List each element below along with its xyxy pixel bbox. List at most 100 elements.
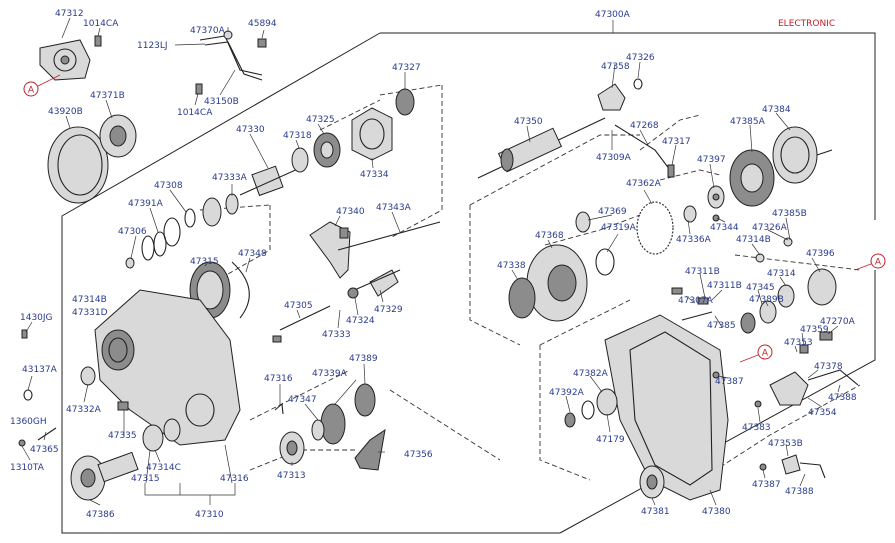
snap-rings-47391A	[141, 231, 167, 261]
label-47388-b: 47388	[785, 487, 814, 497]
sprocket-47338	[508, 277, 536, 319]
label-47345: 47345	[746, 283, 775, 293]
label-47315-b: 47315	[131, 474, 160, 484]
bearing-47318	[291, 147, 309, 173]
label-47305: 47305	[284, 301, 313, 311]
label-47385: 47385	[707, 321, 736, 331]
ref-marker-left: A	[23, 74, 61, 97]
label-47344: 47344	[710, 223, 739, 233]
clip-47316	[274, 402, 284, 415]
label-47386: 47386	[86, 510, 115, 520]
bracket-47358	[597, 78, 643, 111]
label-47319A: 47319A	[601, 223, 637, 233]
label-47311B-b: 47311B	[707, 281, 742, 291]
label-47312: 47312	[55, 9, 84, 19]
label-47381: 47381	[641, 507, 670, 517]
label-43920B: 43920B	[48, 107, 83, 117]
part-labels: ELECTRONIC 47312 1014CA 47370A 45894 112…	[10, 9, 857, 520]
label-47369: 47369	[598, 207, 627, 217]
sensor-47353B	[759, 454, 826, 479]
ref-marker-right-top: A	[854, 253, 886, 271]
label-47384: 47384	[762, 105, 791, 115]
label-47359: 47359	[800, 325, 829, 335]
label-47314B: 47314B	[72, 295, 107, 305]
svg-text:A: A	[762, 349, 769, 359]
gear-47327	[395, 88, 415, 116]
label-47358: 47358	[601, 62, 630, 72]
label-47325: 47325	[306, 115, 335, 125]
chain-47356	[354, 428, 386, 471]
label-47392A: 47392A	[549, 388, 585, 398]
actuator-mount-47312	[39, 35, 102, 81]
shift-bracket-47370A	[195, 30, 267, 95]
label-47335: 47335	[108, 431, 137, 441]
label-47314B-2: 47314B	[736, 235, 771, 245]
label-47179: 47179	[596, 435, 625, 445]
bearing-47313	[279, 431, 305, 465]
label-47354: 47354	[808, 408, 837, 418]
label-47333: 47333	[322, 330, 351, 340]
label-47339A: 47339A	[312, 369, 348, 379]
gear-47389	[354, 383, 376, 417]
label-1430JG: 1430JG	[20, 313, 53, 323]
label-47380: 47380	[702, 507, 731, 517]
label-47387-b: 47387	[752, 480, 781, 490]
plug-47335	[117, 401, 129, 411]
label-47324: 47324	[346, 316, 375, 326]
header-label: ELECTRONIC	[778, 19, 835, 29]
rail-assy-47329	[347, 269, 401, 299]
label-47333A: 47333A	[212, 173, 248, 183]
label-47311B-a: 47311B	[685, 267, 720, 277]
svg-text:A: A	[875, 258, 882, 268]
label-47383: 47383	[742, 423, 771, 433]
label-47308: 47308	[154, 181, 183, 191]
label-1014CA-b: 1014CA	[177, 108, 213, 118]
label-47348: 47348	[238, 249, 267, 259]
label-47389B: 47389B	[749, 295, 784, 305]
label-47356: 47356	[404, 450, 433, 460]
sensor-47378	[769, 331, 859, 406]
leader-lines	[21, 17, 841, 506]
snap-ring-47348	[231, 261, 250, 319]
label-47306: 47306	[118, 227, 147, 237]
label-1360GH: 1360GH	[10, 417, 47, 427]
label-47371B: 47371B	[90, 91, 125, 101]
bolts-left	[18, 329, 57, 447]
label-47327: 47327	[392, 63, 421, 73]
label-47309A: 47309A	[596, 153, 632, 163]
shaft-47305	[272, 305, 331, 343]
rear-case-47380	[604, 314, 729, 501]
label-47350: 47350	[514, 117, 543, 127]
label-47318: 47318	[283, 131, 312, 141]
label-47397: 47397	[697, 155, 726, 165]
label-47391A: 47391A	[128, 199, 164, 209]
motor-47384	[772, 126, 833, 184]
front-case-47310	[94, 289, 241, 446]
label-1123LJ: 1123LJ	[137, 41, 168, 51]
pins-47311B	[671, 287, 713, 321]
label-47340: 47340	[336, 207, 365, 217]
svg-text:A: A	[28, 86, 35, 96]
label-47387-a: 47387	[715, 377, 744, 387]
label-47334: 47334	[360, 170, 389, 180]
label-1014CA-a: 1014CA	[83, 19, 119, 29]
bearing-47371B	[99, 114, 137, 158]
label-47343A: 47343A	[376, 203, 412, 213]
label-43150B: 43150B	[204, 97, 239, 107]
sprocket-47339A	[311, 403, 346, 445]
label-1310TA: 1310TA	[10, 463, 45, 473]
label-47313: 47313	[277, 471, 306, 481]
label-47331D: 47331D	[72, 308, 108, 318]
clutch-pack-47385A	[729, 149, 775, 207]
main-shaft-47350	[477, 117, 606, 179]
pump-tube-47268	[614, 124, 675, 178]
label-47332A: 47332A	[66, 405, 102, 415]
label-47336A: 47336A	[676, 235, 712, 245]
output-shaft-47330	[163, 165, 301, 247]
label-47326: 47326	[626, 53, 655, 63]
drum-47368	[526, 244, 588, 322]
assembly-outline	[61, 20, 876, 534]
ring-47319A	[595, 248, 615, 276]
right-cluster-47396	[740, 237, 837, 334]
